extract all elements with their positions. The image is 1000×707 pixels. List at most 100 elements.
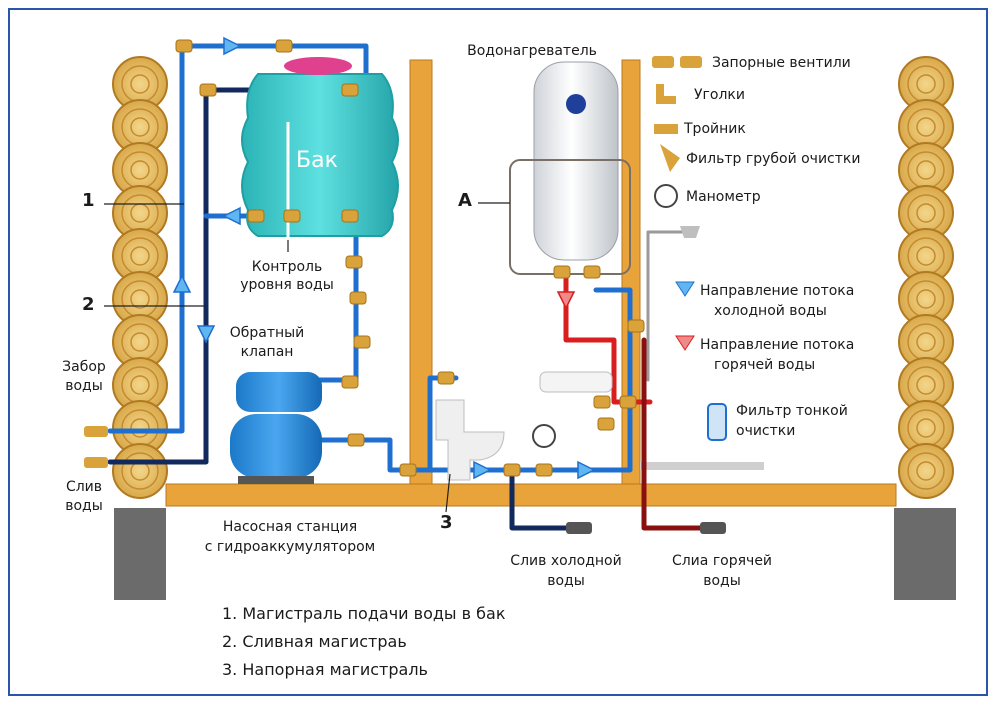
level-control-label-1: Контроль bbox=[251, 259, 323, 275]
marker-2: 2 bbox=[82, 294, 95, 315]
brass-fitting-1 bbox=[175, 39, 193, 53]
brass-fitting-15 bbox=[503, 463, 521, 477]
pump-base bbox=[238, 476, 314, 484]
tank-lid bbox=[284, 57, 352, 75]
brass-fitting-2 bbox=[275, 39, 293, 53]
shower-pipe bbox=[646, 230, 692, 382]
right-log-10 bbox=[898, 443, 954, 499]
brass-fitting-5 bbox=[247, 209, 265, 223]
water-intake-label-2: воды bbox=[65, 378, 103, 394]
cold-drain-pipe bbox=[509, 467, 569, 531]
hot-drain-label-2: воды bbox=[703, 573, 741, 589]
notes-list: 1. Магистраль подачи воды в бак 2. Сливн… bbox=[222, 600, 506, 684]
log-wall-right bbox=[898, 56, 954, 499]
legend-elbows: Уголки bbox=[694, 87, 745, 103]
left-log-6 bbox=[112, 271, 168, 327]
leader-3 bbox=[445, 473, 451, 513]
cold-drain-valve bbox=[566, 522, 592, 534]
legend-hot-flow-2: горячей воды bbox=[714, 357, 816, 373]
brass-fitting-12 bbox=[347, 433, 365, 447]
legend-shutoff-valves: Запорные вентили bbox=[712, 55, 851, 71]
check-valve-label-1: Обратный bbox=[229, 325, 305, 341]
brass-fitting-16 bbox=[535, 463, 553, 477]
legend-fine-filter-2: очистки bbox=[736, 423, 796, 439]
shower-head bbox=[680, 226, 700, 238]
legend-manometer: Манометр bbox=[686, 189, 761, 205]
hot-drain-valve bbox=[700, 522, 726, 534]
drain-label-1: Слив bbox=[65, 479, 103, 495]
hot-flow-arrow-icon bbox=[675, 335, 695, 351]
brass-fitting-14 bbox=[437, 371, 455, 385]
cold-flow-arrow-2 bbox=[222, 206, 241, 226]
legend-hot-flow-1: Направление потока bbox=[700, 337, 855, 353]
cold-flow-arrow-6 bbox=[577, 460, 596, 480]
diagram-frame bbox=[8, 8, 988, 696]
brass-fitting-11 bbox=[341, 375, 359, 389]
foundation-left bbox=[114, 508, 166, 600]
shutoff-valve-icon-2 bbox=[680, 56, 702, 68]
check-valve-label-2: клапан bbox=[240, 344, 294, 360]
note-3: 3. Напорная магистраль bbox=[222, 660, 428, 679]
brass-fitting-20 bbox=[597, 417, 615, 431]
left-log-7 bbox=[112, 314, 168, 370]
legend-coarse-filter: Фильтр грубой очистки bbox=[686, 151, 861, 167]
sink bbox=[539, 371, 613, 393]
legend-fine-filter-1: Фильтр тонкой bbox=[736, 403, 848, 419]
brass-fitting-21 bbox=[627, 319, 645, 333]
brass-fitting-8 bbox=[345, 255, 363, 269]
brass-fitting-7 bbox=[341, 209, 359, 223]
pressure-gauge bbox=[532, 424, 556, 448]
legend-cold-flow-1: Направление потока bbox=[700, 283, 855, 299]
brass-fitting-4 bbox=[199, 83, 217, 97]
tee-icon bbox=[654, 124, 678, 134]
brass-fitting-3 bbox=[341, 83, 359, 97]
right-log-5 bbox=[898, 228, 954, 284]
brass-fitting-13 bbox=[399, 463, 417, 477]
wooden-post-right bbox=[621, 59, 641, 485]
water-intake-label-1: Забор bbox=[62, 359, 106, 375]
cold-flow-arrow-3 bbox=[172, 274, 192, 293]
drain-label-2: воды bbox=[65, 498, 103, 514]
wall-shelf bbox=[640, 462, 764, 470]
level-control-label-2: уровня воды bbox=[240, 277, 334, 293]
water-heater-label: Водонагреватель bbox=[467, 43, 597, 59]
brass-fitting-9 bbox=[349, 291, 367, 305]
pump-motor bbox=[236, 372, 322, 412]
legend-tee: Тройник bbox=[684, 121, 746, 137]
cold-drain-label-2: воды bbox=[547, 573, 585, 589]
left-log-10 bbox=[112, 443, 168, 499]
water-tank bbox=[241, 73, 399, 237]
marker-1: 1 bbox=[82, 190, 95, 211]
brass-fitting-10 bbox=[353, 335, 371, 349]
intake-valve bbox=[84, 426, 108, 437]
cold-drain-label-1: Слив холодной bbox=[510, 553, 622, 569]
note-1: 1. Магистраль подачи воды в бак bbox=[222, 604, 506, 623]
brass-fitting-6 bbox=[283, 209, 301, 223]
brass-fittings bbox=[175, 39, 645, 477]
brass-fitting-19 bbox=[593, 395, 611, 409]
foundation-right bbox=[894, 508, 956, 600]
pump-station-label-1: Насосная станция bbox=[222, 519, 358, 535]
legend-icons bbox=[652, 56, 727, 441]
marker-a: А bbox=[458, 190, 472, 211]
note-2: 2. Сливная магистраь bbox=[222, 632, 407, 651]
right-log-7 bbox=[898, 314, 954, 370]
legend-cold-flow-2: холодной воды bbox=[714, 303, 827, 319]
drain-valve bbox=[84, 457, 108, 468]
coarse-filter-icon bbox=[660, 144, 680, 172]
hot-drain-label-1: Слиа горячей bbox=[671, 553, 773, 569]
left-log-2 bbox=[112, 99, 168, 155]
hot-drain-pipe bbox=[641, 337, 703, 531]
cold-flow-arrow-1 bbox=[223, 36, 242, 56]
log-wall-left bbox=[112, 56, 168, 499]
brass-fitting-18 bbox=[583, 265, 601, 279]
shutoff-valve-icon bbox=[652, 56, 674, 68]
brass-fitting-17 bbox=[553, 265, 571, 279]
left-log-8 bbox=[112, 357, 168, 413]
right-log-6 bbox=[898, 271, 954, 327]
marker-3: 3 bbox=[440, 512, 453, 533]
tank-label: Бак bbox=[296, 148, 338, 173]
cold-flow-arrow-icon bbox=[675, 281, 695, 297]
left-log-4 bbox=[112, 185, 168, 241]
